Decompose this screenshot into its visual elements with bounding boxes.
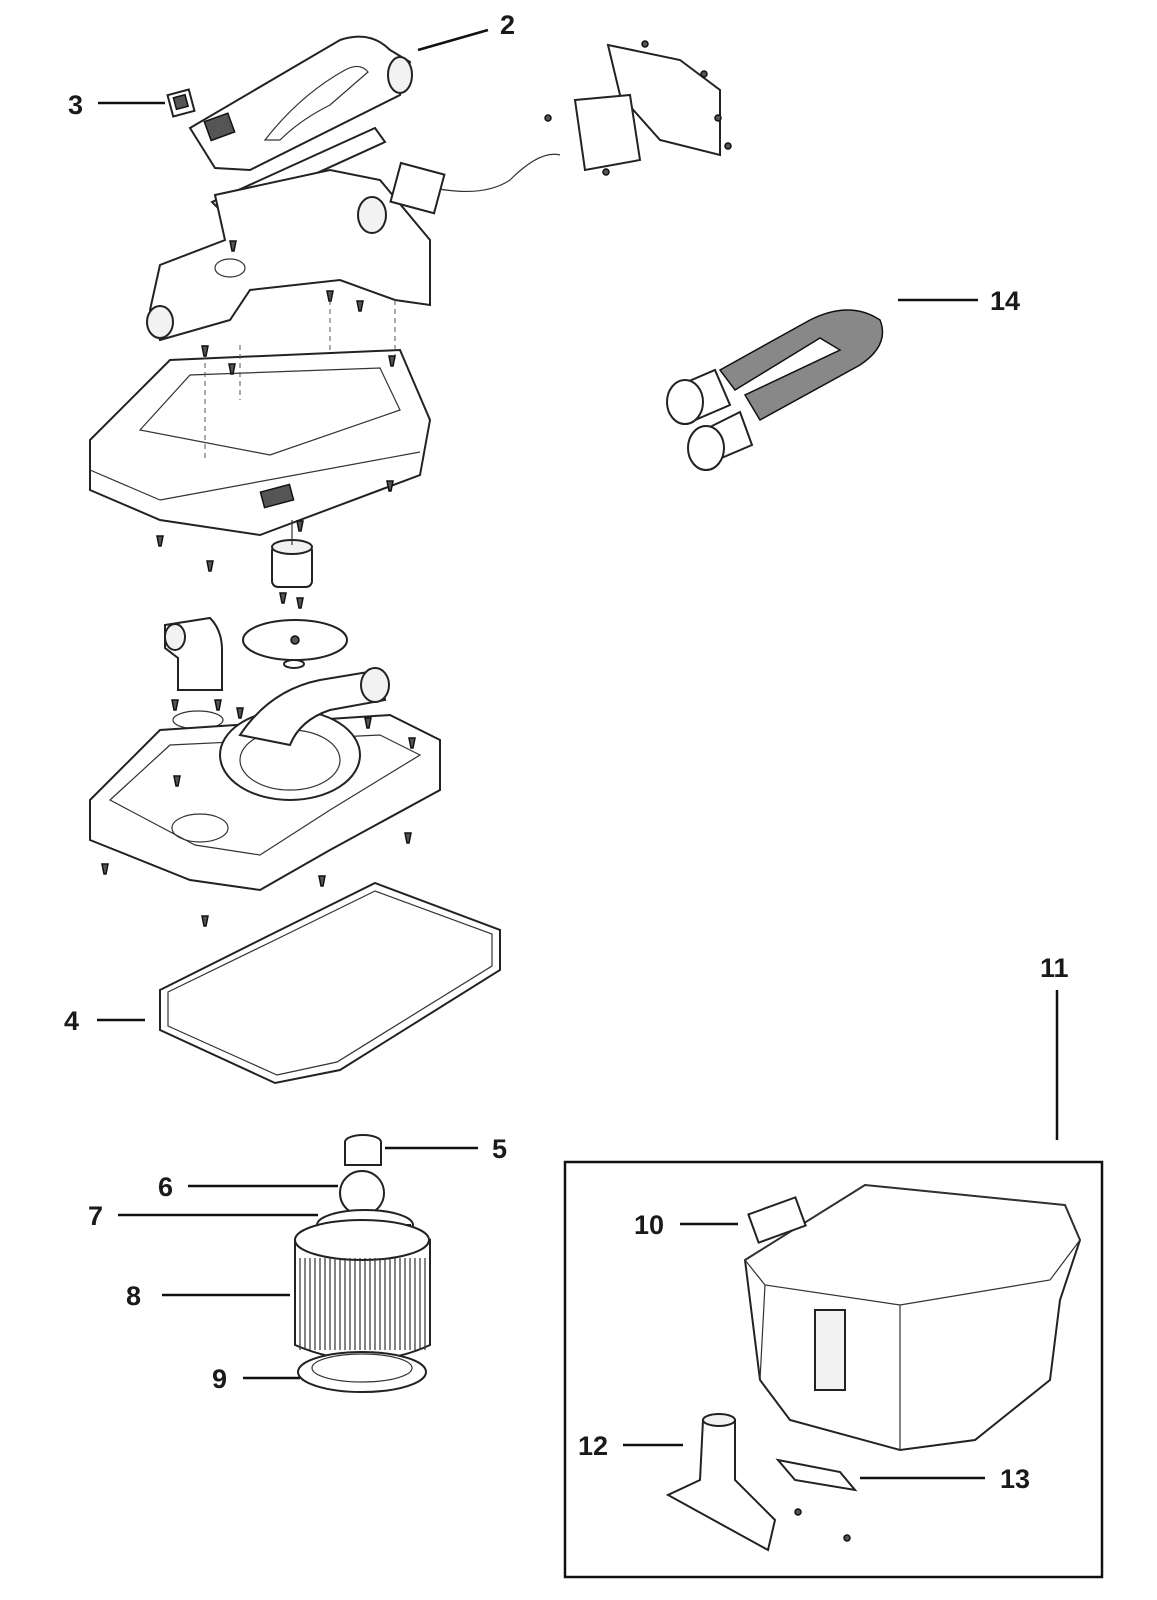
callout-2: 2: [500, 10, 516, 40]
screw: [101, 863, 109, 875]
outlet-nozzle-part: [665, 1413, 777, 1552]
screw: [388, 355, 396, 367]
filter-base-part: [297, 1351, 427, 1393]
screw: [228, 363, 236, 375]
lid-part: [89, 300, 432, 537]
screw: [214, 699, 222, 711]
callout-11: 11: [1040, 953, 1069, 983]
callout-14: 14: [990, 286, 1021, 316]
screw: [356, 300, 364, 312]
impeller-disc: [242, 619, 348, 669]
base-plate: [89, 667, 441, 892]
switch-part: [166, 88, 196, 118]
screw: [173, 775, 181, 787]
hose-part: [666, 309, 884, 471]
callout-13: 13: [1000, 1464, 1031, 1494]
screw: [156, 535, 164, 547]
filter-part: [294, 1219, 431, 1361]
callout-8: 8: [126, 1281, 142, 1311]
leader-lines: [97, 28, 1059, 1480]
float-ball-part: [339, 1170, 385, 1216]
screw: [408, 737, 416, 749]
screw: [404, 832, 412, 844]
inlet-elbow: [164, 616, 224, 730]
callout-5: 5: [492, 1134, 508, 1164]
screw: [364, 717, 372, 729]
callout-9: 9: [212, 1364, 228, 1394]
screw: [296, 520, 304, 532]
screw: [326, 290, 334, 302]
screw: [206, 560, 214, 572]
screw: [296, 597, 304, 609]
battery-bracket: [389, 40, 732, 215]
callout-12: 12: [578, 1431, 609, 1461]
clip-part: [775, 1458, 858, 1542]
callout-7: 7: [88, 1201, 104, 1231]
screw: [229, 240, 237, 252]
handle-part: [188, 35, 413, 172]
screw: [386, 480, 394, 492]
top-shroud: [146, 126, 431, 342]
screw: [171, 699, 179, 711]
leader-2: [417, 28, 489, 52]
tank-assembly-frame: [563, 1160, 1104, 1579]
screw: [201, 915, 209, 927]
screw: [236, 707, 244, 719]
clamp-part: [344, 1134, 382, 1166]
screws: [101, 240, 416, 927]
gasket-part: [159, 881, 501, 1085]
motor-part: [271, 520, 313, 588]
callout-10: 10: [634, 1210, 665, 1240]
screw: [279, 592, 287, 604]
screw: [318, 875, 326, 887]
callout-4: 4: [64, 1006, 80, 1036]
screw: [201, 345, 209, 357]
callout-6: 6: [158, 1172, 174, 1202]
callout-3: 3: [68, 90, 84, 120]
tank-part: [743, 1183, 1082, 1452]
